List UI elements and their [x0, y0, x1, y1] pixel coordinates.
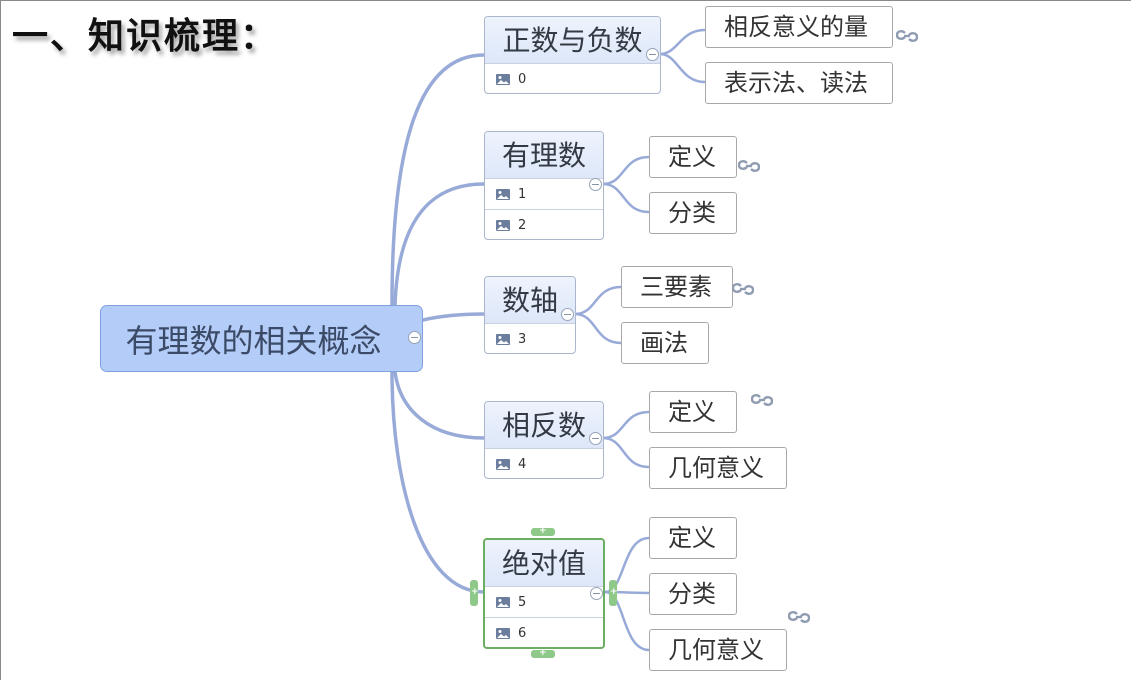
connector-topic2-child0 [573, 285, 623, 316]
subtopic-node[interactable]: 分类 [649, 573, 737, 615]
subtopic-label: 三要素 [640, 273, 712, 301]
connector-root-topic-0 [390, 53, 486, 307]
subtopic-node[interactable]: 几何意义 [649, 447, 787, 489]
attachment-label: 6 [518, 625, 527, 641]
central-topic-label: 有理数的相关概念 [125, 321, 382, 360]
subtopic-label: 分类 [668, 199, 716, 227]
image-icon [496, 458, 510, 470]
attachment-label: 5 [518, 594, 527, 610]
collapse-icon[interactable] [589, 432, 602, 445]
collapse-icon[interactable] [646, 48, 659, 61]
image-icon [496, 333, 510, 345]
connector-topic0-child1 [658, 52, 707, 84]
link-icon[interactable] [751, 393, 773, 407]
subtopic-node[interactable]: 定义 [649, 136, 737, 178]
attachment-row[interactable]: 3 [485, 323, 575, 354]
topic-node[interactable]: 数轴 3 [484, 276, 576, 354]
attachment-row[interactable]: 0 [485, 63, 660, 94]
collapse-icon[interactable] [590, 587, 603, 600]
connector-topic2-child1 [573, 312, 623, 345]
subtopic-label: 几何意义 [668, 454, 764, 482]
plus-handle-icon[interactable]: + [470, 580, 479, 606]
attachment-row[interactable]: 4 [485, 448, 603, 479]
topic-node[interactable]: 正数与负数 0 [484, 16, 661, 94]
topic-title: 数轴 [485, 277, 575, 323]
subtopic-node[interactable]: 定义 [649, 391, 737, 433]
connector-topic0-child0 [658, 28, 707, 56]
topic-title: 有理数 [485, 132, 603, 178]
plus-handle-icon[interactable]: + [609, 580, 618, 606]
image-icon [496, 596, 510, 608]
connector-topic1-child1 [601, 182, 651, 214]
subtopic-node[interactable]: 定义 [649, 517, 737, 559]
subtopic-label: 定义 [668, 398, 716, 426]
connector-root-topic-2 [421, 312, 486, 322]
attachment-label: 4 [518, 456, 527, 472]
connector-root-topic-3 [393, 370, 486, 440]
subtopic-label: 定义 [668, 524, 716, 552]
image-icon [496, 219, 510, 231]
image-icon [496, 627, 510, 639]
connector-topic3-child0 [601, 410, 651, 440]
connector-topic1-child0 [601, 155, 651, 186]
plus-handle-icon[interactable]: + [531, 527, 555, 536]
plus-handle-icon[interactable]: + [531, 649, 555, 658]
link-icon[interactable] [788, 610, 810, 624]
attachment-row[interactable]: 6 [485, 617, 603, 648]
topic-node[interactable]: 相反数 4 [484, 401, 604, 479]
connector-root-topic-1 [393, 182, 486, 307]
subtopic-label: 相反意义的量 [724, 13, 868, 41]
attachment-label: 2 [518, 217, 527, 233]
collapse-icon[interactable] [408, 331, 421, 344]
topic-title: 正数与负数 [485, 17, 660, 63]
collapse-icon[interactable] [561, 308, 574, 321]
subtopic-node[interactable]: 表示法、读法 [705, 62, 893, 104]
topic-node[interactable]: 有理数 1 2 [484, 131, 604, 240]
subtopic-node[interactable]: 分类 [649, 192, 737, 234]
attachment-row[interactable]: 5 [485, 586, 603, 617]
link-icon[interactable] [896, 29, 918, 43]
subtopic-node[interactable]: 画法 [621, 322, 709, 364]
image-icon [496, 73, 510, 85]
section-heading: 一、知识梳理： [12, 15, 279, 57]
attachment-label: 0 [518, 71, 527, 87]
subtopic-node[interactable]: 三要素 [621, 266, 733, 308]
subtopic-label: 定义 [668, 143, 716, 171]
attachment-row[interactable]: 2 [485, 209, 603, 240]
image-icon [496, 188, 510, 200]
subtopic-label: 表示法、读法 [724, 69, 868, 97]
central-topic[interactable]: 有理数的相关概念 [100, 305, 423, 372]
subtopic-label: 画法 [640, 329, 688, 357]
link-icon[interactable] [732, 282, 754, 296]
subtopic-node[interactable]: 相反意义的量 [705, 6, 893, 48]
topic-title: 相反数 [485, 402, 603, 448]
attachment-label: 3 [518, 331, 527, 347]
subtopic-label: 分类 [668, 580, 716, 608]
link-icon[interactable] [738, 159, 760, 173]
collapse-icon[interactable] [589, 178, 602, 191]
subtopic-node[interactable]: 几何意义 [649, 629, 787, 671]
topic-node-selected[interactable]: 绝对值 5 6 [483, 538, 605, 649]
subtopic-label: 几何意义 [668, 636, 764, 664]
connector-root-topic-4 [390, 370, 486, 594]
connector-topic3-child1 [601, 436, 651, 469]
attachment-label: 1 [518, 186, 527, 202]
topic-title: 绝对值 [485, 540, 603, 586]
attachment-row[interactable]: 1 [485, 178, 603, 209]
